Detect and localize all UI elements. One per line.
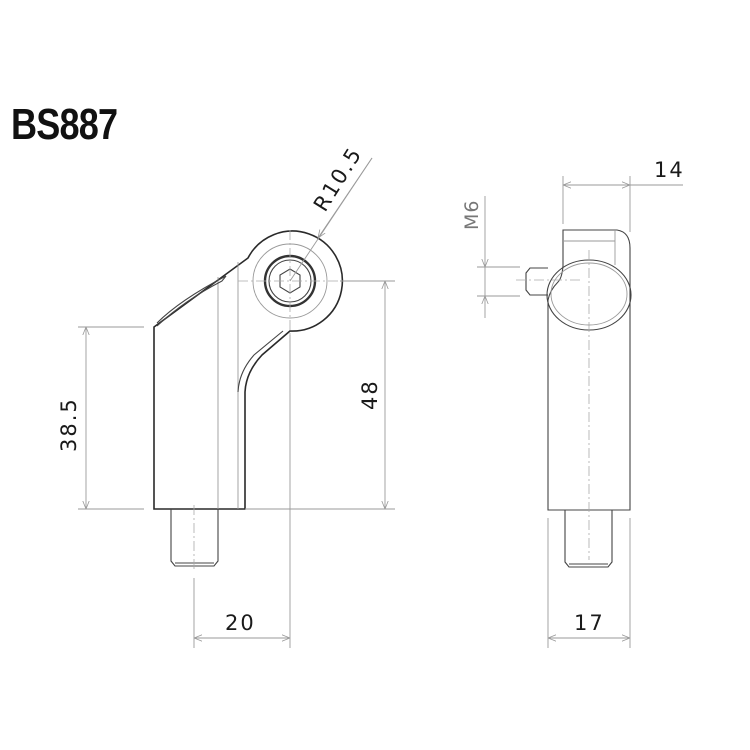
front-fillet-line [237,330,284,393]
dim-label-m6: M6 [461,200,483,230]
dim-label-48: 48 [358,379,382,410]
front-stud [170,509,219,567]
side-bolt-stub [525,267,548,296]
part-number-title: BS887 [11,100,118,149]
dim-label-38-5: 38.5 [57,397,81,452]
dim-label-20: 20 [225,611,256,635]
dim-label-17: 17 [574,611,605,635]
side-view: 14 M6 17 [461,158,685,648]
dim-label-14: 14 [654,158,685,182]
front-chamfer [156,275,227,327]
front-view: 38.5 48 20 R10.5 [57,142,395,648]
front-body-outline [153,230,344,510]
side-stud [564,510,613,568]
side-body-outline [547,229,631,511]
radius-arrow [318,157,373,238]
